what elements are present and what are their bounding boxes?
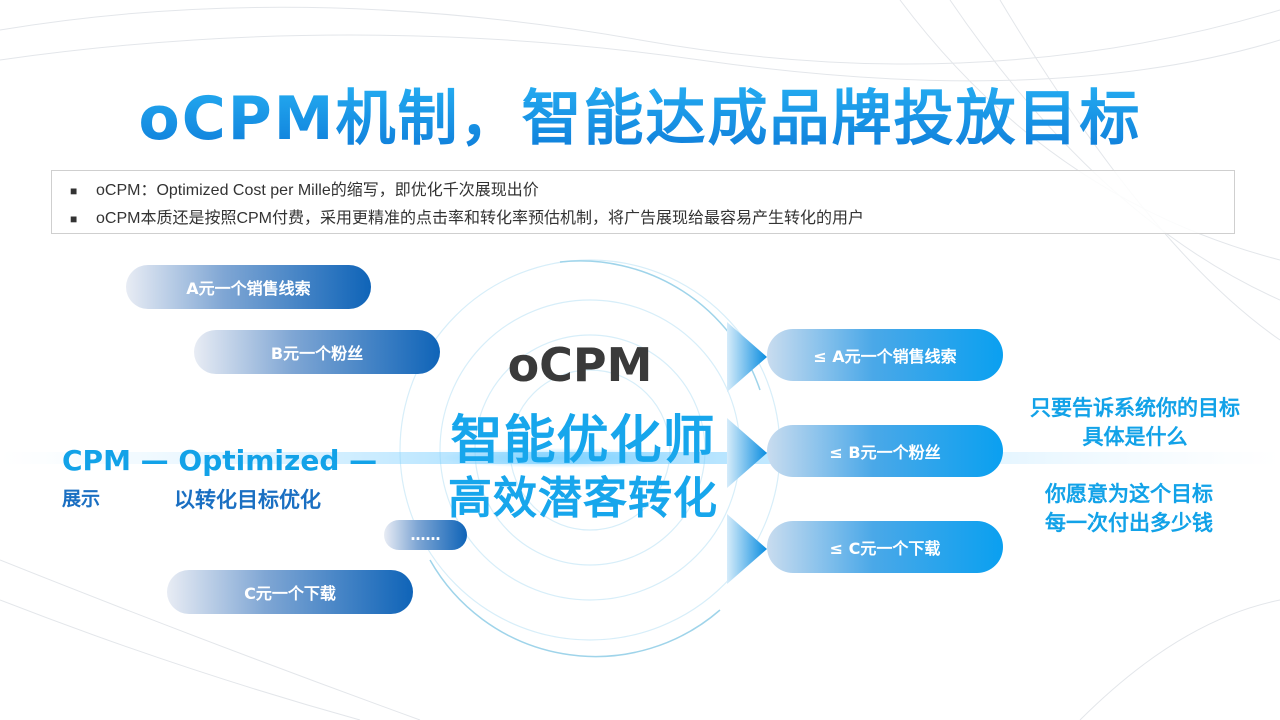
goal-text-line1: 只要告诉系统你的目标 xyxy=(1030,396,1240,420)
pill-sales-lead: A元一个销售线索 xyxy=(126,265,371,309)
center-line2: 高效潜客转化 xyxy=(448,473,718,524)
pill-max-fan: ≤ B元一个粉丝 xyxy=(767,425,1003,477)
note-item: ■ oCPM：Optimized Cost per Mille的缩写，即优化千次展… xyxy=(70,177,1234,205)
cpm-label: CPM — Optimized — xyxy=(62,444,378,477)
arrow-right-icon xyxy=(727,514,767,584)
center-line1: 智能优化师 xyxy=(450,411,716,471)
pill-max-sales-lead: ≤ A元一个销售线索 xyxy=(767,329,1003,381)
note-item: ■ oCPM本质还是按照CPM付费，采用更精准的点击率和转化率预估机制，将广告展现… xyxy=(70,205,1234,233)
note-text: oCPM：Optimized Cost per Mille的缩写，即优化千次展现… xyxy=(96,182,539,199)
notes-box: ■ oCPM：Optimized Cost per Mille的缩写，即优化千次展… xyxy=(51,170,1235,234)
pill-more: …… xyxy=(384,520,467,550)
pill-max-download: ≤ C元一个下载 xyxy=(767,521,1003,573)
pay-text-line1: 你愿意为这个目标 xyxy=(1045,482,1213,506)
page-title: oCPM机制，智能达成品牌投放目标 xyxy=(0,70,1280,157)
optimized-sub-label: 以转化目标优化 xyxy=(174,488,321,512)
pill-fan: B元一个粉丝 xyxy=(194,330,440,374)
center-ocpm: oCPM xyxy=(507,338,653,392)
cpm-sub-label: 展示 xyxy=(62,488,101,510)
note-text: oCPM本质还是按照CPM付费，采用更精准的点击率和转化率预估机制，将广告展现给… xyxy=(96,210,865,227)
goal-text-line2: 具体是什么 xyxy=(1082,425,1188,449)
pill-download: C元一个下载 xyxy=(167,570,413,614)
arrow-right-icon xyxy=(727,322,767,392)
bullet-icon: ■ xyxy=(70,212,78,226)
bullet-icon: ■ xyxy=(70,184,78,198)
pay-text-line2: 每一次付出多少钱 xyxy=(1045,511,1213,535)
arrow-right-icon xyxy=(727,418,767,488)
